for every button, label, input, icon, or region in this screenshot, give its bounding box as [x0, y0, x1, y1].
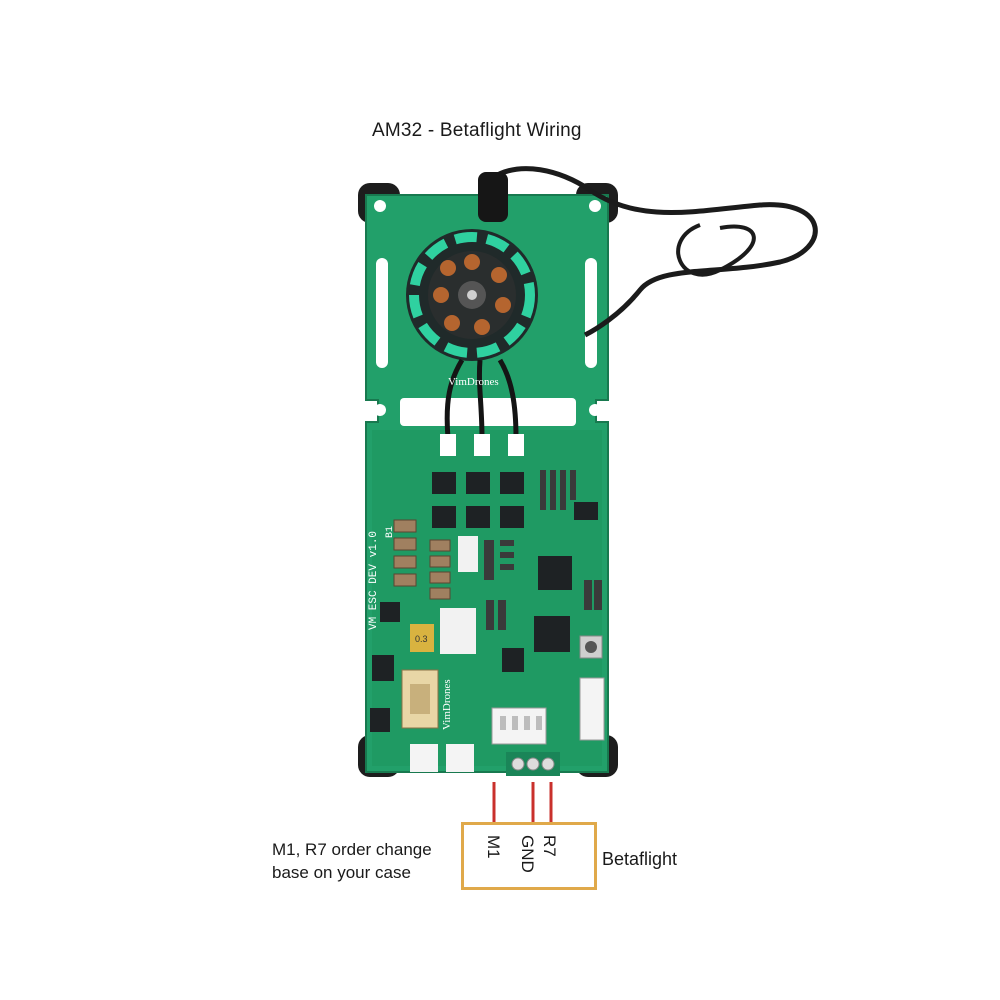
brand-bottom: VimDrones [441, 679, 453, 730]
betaflight-label: Betaflight [602, 849, 678, 869]
betaflight-connector-box: M1 GND R7 [461, 822, 597, 890]
note-line-1: M1, R7 order change [272, 840, 432, 859]
phase-wires [444, 358, 519, 439]
integrated-circuits [370, 502, 598, 732]
board-revision: B1 [385, 526, 396, 538]
capacitors [393, 519, 451, 600]
side-connector [579, 677, 605, 741]
brand-top: VimDrones [448, 376, 499, 388]
smd-parts [484, 470, 602, 630]
pad-left [410, 744, 438, 772]
shunt-resistor [410, 624, 434, 652]
pin-r7-label: R7 [540, 835, 559, 857]
test-pad-area [440, 608, 476, 654]
cable-grommet [478, 172, 508, 222]
note-line-2: base on your case [272, 863, 411, 882]
pin-m1-label: M1 [484, 835, 503, 859]
wiring-note: M1, R7 order change base on your case [272, 838, 432, 884]
brushless-motor [406, 229, 538, 361]
pin-gnd-label: GND [518, 835, 537, 873]
diagram-title: AM32 - Betaflight Wiring [372, 120, 582, 141]
resistor-value: 0.3 [415, 634, 428, 644]
signal-wires [492, 782, 553, 822]
pad-right [446, 744, 474, 772]
mosfets [432, 472, 524, 528]
board-text: VM ESC DEV v1.0 [368, 531, 380, 630]
motor-cable [490, 166, 818, 338]
